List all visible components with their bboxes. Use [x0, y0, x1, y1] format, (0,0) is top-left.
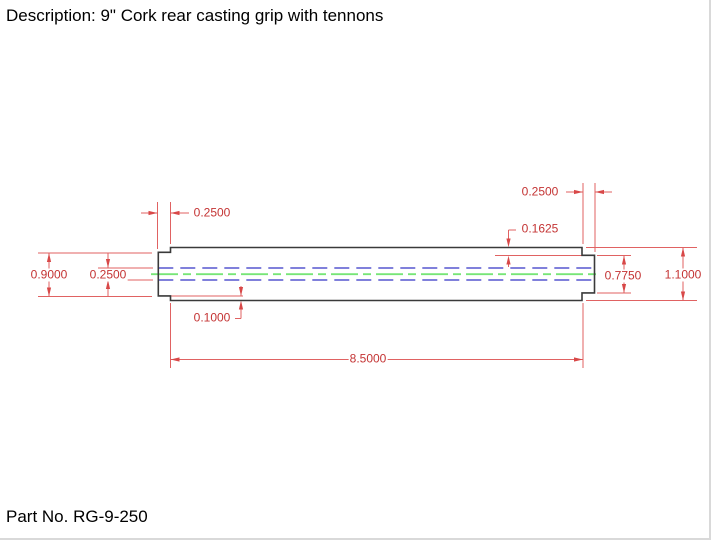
dimension-arrowheads	[46, 189, 686, 362]
hidden-bore-lines	[158, 267, 595, 281]
dim-left-tenon-dia: 0.9000	[29, 267, 69, 282]
description-text: Description: 9" Cork rear casting grip w…	[6, 6, 384, 25]
dim-body-length: 8.5000	[348, 351, 388, 366]
dim-right-step: 0.1625	[520, 221, 560, 236]
dim-body-dia: 1.1000	[663, 267, 703, 282]
dim-left-tenon-length: 0.2500	[192, 205, 232, 220]
dim-right-tenon-length: 0.2500	[520, 184, 560, 199]
dim-left-step: 0.1000	[192, 310, 232, 325]
dim-right-tenon-dia: 0.7750	[603, 268, 643, 283]
dim-bore-dia: 0.2500	[88, 267, 128, 282]
part-number-text: Part No. RG-9-250	[6, 507, 148, 526]
dimension-lines	[38, 183, 697, 368]
part-outline	[157, 246, 596, 302]
